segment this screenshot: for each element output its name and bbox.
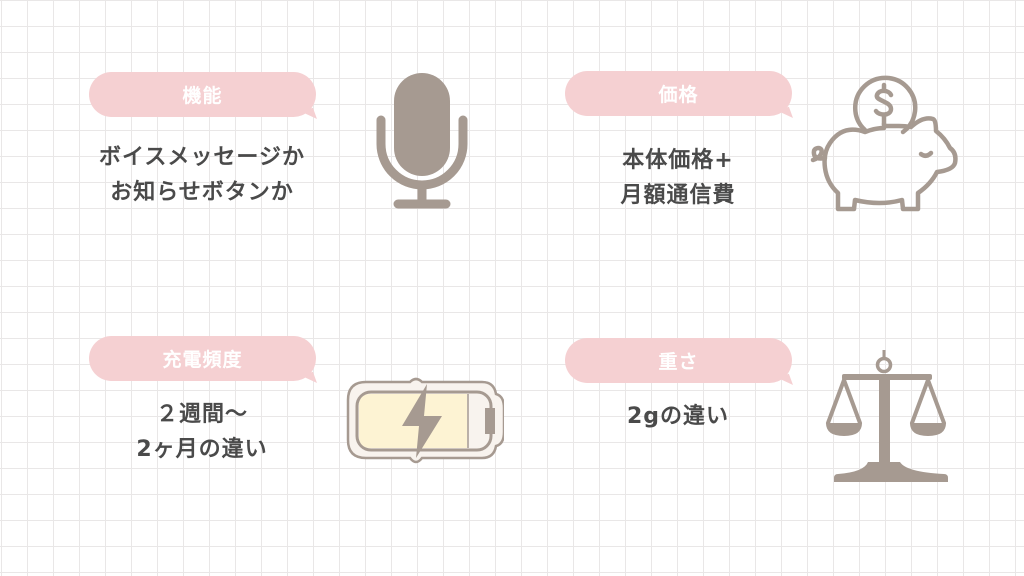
description-line: 本体価格+ [622, 148, 734, 173]
description-line: 2gの違い [626, 404, 730, 429]
description-line: ２週間～ [155, 402, 248, 427]
description-charging: ２週間～ 2ヶ月の違い [52, 397, 352, 467]
description-function: ボイスメッセージか お知らせボタンか [52, 140, 352, 210]
battery-charging-icon [344, 374, 506, 470]
bubble-label-price: 価格 [565, 71, 792, 116]
piggy-bank-icon [805, 68, 965, 222]
description-line: お知らせボタンか [110, 180, 294, 205]
bubble-label-text: 価格 [658, 84, 699, 106]
bubble-label-weight: 重さ [565, 338, 792, 383]
bubble-label-text: 充電頻度 [162, 349, 243, 371]
description-line: 月額通信費 [620, 183, 736, 208]
bubble-label-function: 機能 [89, 72, 316, 117]
description-price: 本体価格+ 月額通信費 [528, 143, 828, 213]
microphone-icon [372, 70, 472, 216]
bubble-label-charging: 充電頻度 [89, 336, 316, 381]
bubble-label-text: 機能 [182, 85, 223, 107]
description-weight: 2gの違い [528, 399, 828, 434]
description-line: ボイスメッセージか [99, 145, 305, 170]
balance-scale-icon [824, 350, 948, 486]
description-line: 2ヶ月の違い [136, 437, 268, 462]
bubble-label-text: 重さ [658, 351, 699, 373]
